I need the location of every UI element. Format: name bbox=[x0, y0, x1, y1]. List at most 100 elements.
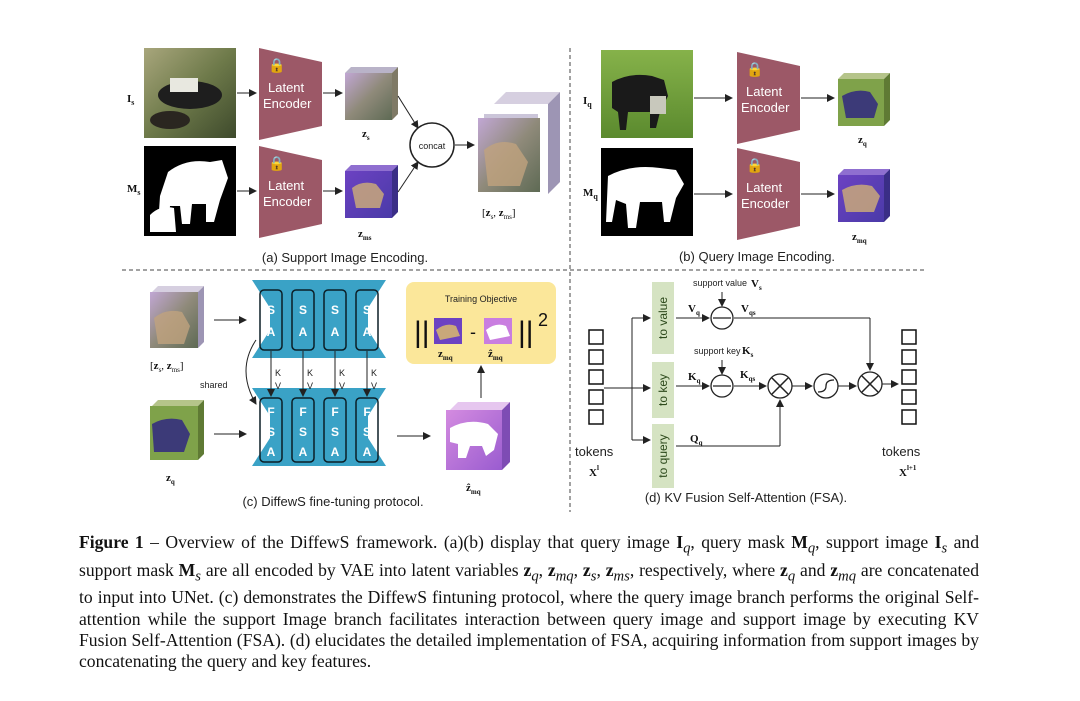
panel-d: tokens Xl to value to key to query suppo… bbox=[575, 278, 921, 505]
encoder-line2: Encoder bbox=[741, 196, 790, 211]
label-obj-zhat: ẑmq bbox=[488, 348, 503, 362]
label-obj-z: zmq bbox=[438, 348, 453, 362]
panel-c: [zs, zms] zq shared S A S A S A S A F bbox=[150, 280, 556, 509]
output-tokens bbox=[901, 329, 917, 425]
label-zms: zms bbox=[358, 228, 372, 242]
support-key-symbol: Ks bbox=[742, 345, 754, 359]
encoder-line2: Encoder bbox=[263, 96, 312, 111]
svg-text:A: A bbox=[267, 445, 276, 459]
label-kqs: Kqs bbox=[740, 369, 755, 383]
caption-label: Figure 1 bbox=[79, 532, 144, 552]
svg-text:V: V bbox=[339, 381, 345, 391]
support-value-label: support value bbox=[693, 278, 747, 288]
label-ms: Ms bbox=[127, 183, 141, 197]
panel-b: Iq Mq 🔒 Latent Encoder 🔒 Latent Encoder … bbox=[583, 50, 890, 264]
kv-connections: K V K V K V K V bbox=[267, 351, 377, 397]
svg-text:F: F bbox=[331, 405, 338, 419]
label-output: ẑmq bbox=[466, 482, 481, 496]
to-key-label: to key bbox=[656, 374, 670, 406]
caption-d: (d) KV Fusion Self-Attention (FSA). bbox=[645, 490, 847, 505]
support-key-label: support key bbox=[694, 346, 741, 356]
to-query-label: to query bbox=[656, 434, 670, 477]
to-key-projection bbox=[652, 362, 674, 418]
label-kq: Kq bbox=[688, 371, 701, 385]
encoder-line1: Latent bbox=[268, 178, 305, 193]
lock-icon: 🔒 bbox=[746, 157, 763, 174]
svg-text:K: K bbox=[371, 368, 377, 378]
svg-text:F: F bbox=[299, 405, 306, 419]
svg-text:A: A bbox=[331, 325, 340, 339]
label-shared: shared bbox=[200, 380, 228, 390]
svg-text:S: S bbox=[363, 425, 371, 439]
latent-encoder-query-mask bbox=[737, 148, 800, 240]
svg-text:A: A bbox=[363, 325, 372, 339]
svg-text:A: A bbox=[267, 325, 276, 339]
latent-encoder-support-mask bbox=[259, 146, 322, 238]
latent-encoder-support-image bbox=[259, 48, 322, 140]
support-value-symbol: Vs bbox=[751, 278, 762, 292]
svg-text:K: K bbox=[307, 368, 313, 378]
caption-c: (c) DiffewS fine-tuning protocol. bbox=[242, 494, 423, 509]
concat-label: concat bbox=[419, 141, 446, 151]
to-query-projection bbox=[652, 424, 674, 488]
encoder-line2: Encoder bbox=[263, 194, 312, 209]
latent-zs bbox=[345, 73, 392, 120]
objective-power: 2 bbox=[538, 310, 548, 330]
label-zq: zq bbox=[858, 134, 867, 148]
label-zmq: zmq bbox=[852, 231, 867, 245]
label-concat-result: [zs, zms] bbox=[482, 207, 516, 221]
encoder-line1: Latent bbox=[268, 80, 305, 95]
latent-encoder-query-image bbox=[737, 52, 800, 144]
tokens-out-label: tokens bbox=[882, 444, 921, 459]
svg-text:S: S bbox=[267, 303, 275, 317]
svg-text:F: F bbox=[363, 405, 370, 419]
svg-text:V: V bbox=[275, 381, 281, 391]
svg-text:F: F bbox=[267, 405, 274, 419]
label-iq: Iq bbox=[583, 95, 592, 109]
encoder-line2: Encoder bbox=[741, 100, 790, 115]
tokens-in-label: tokens bbox=[575, 444, 614, 459]
to-value-label: to value bbox=[656, 297, 670, 339]
lock-icon: 🔒 bbox=[746, 61, 763, 78]
svg-text:S: S bbox=[267, 425, 275, 439]
tokens-in-symbol: Xl bbox=[589, 464, 599, 479]
objective-minus: - bbox=[470, 322, 476, 342]
input-tokens bbox=[588, 329, 604, 425]
label-input-zq: zq bbox=[166, 472, 175, 486]
svg-text:K: K bbox=[275, 368, 281, 378]
label-zs: zs bbox=[362, 128, 370, 142]
svg-text:V: V bbox=[307, 381, 313, 391]
label-input-concat: [zs, zms] bbox=[150, 360, 184, 374]
fsa-blocks: F S A F S A F S A F S A bbox=[259, 397, 379, 463]
to-value-projection bbox=[652, 282, 674, 354]
svg-text:A: A bbox=[363, 445, 372, 459]
unet-query-branch bbox=[252, 388, 386, 466]
label-vqs: Vqs bbox=[741, 303, 756, 317]
norm-right: || bbox=[518, 316, 534, 349]
figure-caption: Figure 1 – Overview of the DiffewS frame… bbox=[79, 532, 980, 672]
label-vq: Vq bbox=[688, 303, 700, 317]
svg-text:A: A bbox=[331, 445, 340, 459]
caption-b: (b) Query Image Encoding. bbox=[679, 249, 835, 264]
svg-text:V: V bbox=[371, 381, 377, 391]
svg-text:S: S bbox=[299, 303, 307, 317]
lock-icon: 🔒 bbox=[268, 57, 285, 74]
sa-blocks: S A S A S A S A bbox=[259, 289, 379, 351]
unet-support-branch bbox=[252, 280, 386, 358]
svg-text:A: A bbox=[299, 445, 308, 459]
svg-text:S: S bbox=[299, 425, 307, 439]
training-objective-title: Training Objective bbox=[445, 294, 517, 304]
caption-a: (a) Support Image Encoding. bbox=[262, 250, 428, 265]
label-qq: Qq bbox=[690, 433, 703, 447]
encoder-line1: Latent bbox=[746, 84, 783, 99]
svg-text:K: K bbox=[339, 368, 345, 378]
svg-text:A: A bbox=[299, 325, 308, 339]
tokens-out-symbol: Xl+1 bbox=[899, 464, 917, 479]
svg-text:S: S bbox=[363, 303, 371, 317]
svg-text:S: S bbox=[331, 303, 339, 317]
panel-a: Is Ms 🔒 Latent Encoder 🔒 Latent Encoder … bbox=[127, 48, 560, 265]
svg-text:S: S bbox=[331, 425, 339, 439]
lock-icon: 🔒 bbox=[268, 155, 285, 172]
label-mq: Mq bbox=[583, 187, 598, 201]
encoder-line1: Latent bbox=[746, 180, 783, 195]
